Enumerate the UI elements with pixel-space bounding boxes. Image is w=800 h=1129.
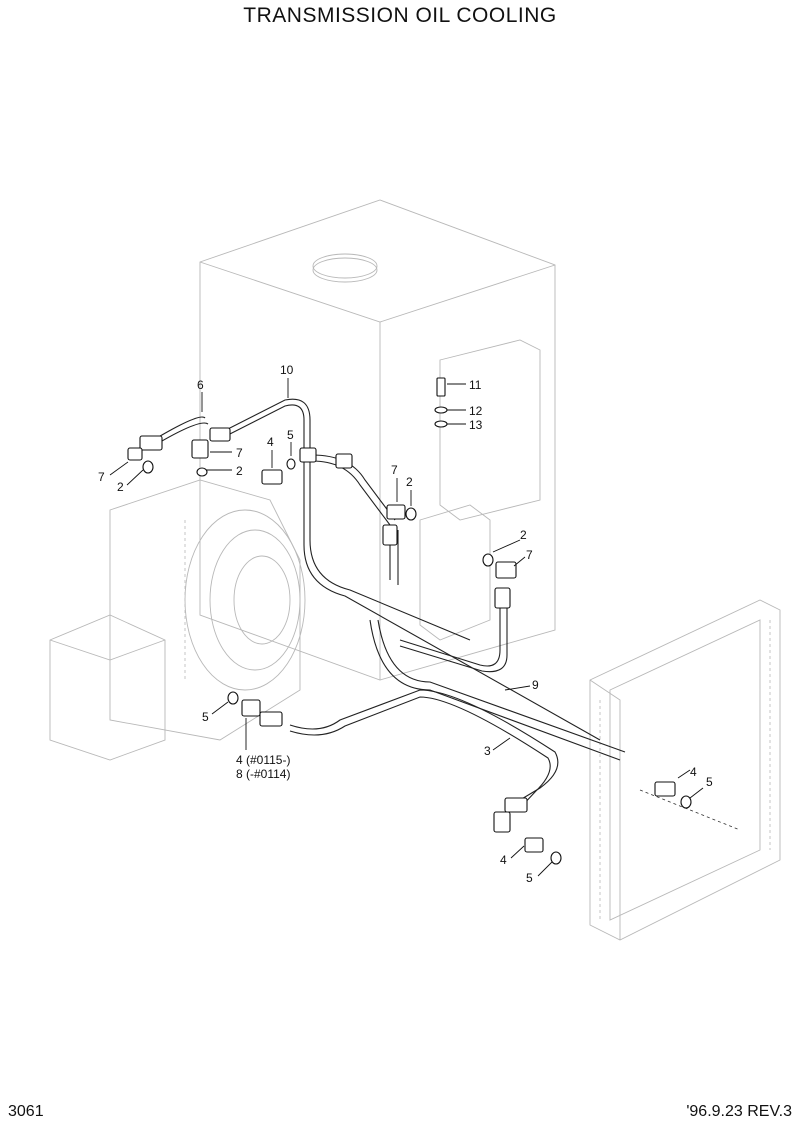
callout-5-upper: 5 bbox=[287, 428, 294, 442]
callout-13: 13 bbox=[469, 418, 483, 432]
callout-4-bottom: 4 bbox=[500, 853, 507, 867]
callout-7-right: 7 bbox=[526, 548, 533, 562]
callout-2-left: 2 bbox=[117, 480, 124, 494]
callout-12: 12 bbox=[469, 404, 483, 418]
callout-2-upper: 2 bbox=[236, 464, 243, 478]
callout-2-right: 2 bbox=[520, 528, 527, 542]
callout-10: 10 bbox=[280, 363, 294, 377]
callout-7-mid: 7 bbox=[391, 463, 398, 477]
callout-3: 3 bbox=[484, 744, 491, 758]
callout-8-serial: 8 (-#0114) bbox=[236, 767, 290, 781]
callout-7-upper: 7 bbox=[236, 446, 243, 460]
background-equipment bbox=[49, 199, 781, 941]
callout-11: 11 bbox=[469, 378, 482, 392]
callout-6: 6 bbox=[197, 378, 204, 392]
leader-lines bbox=[109, 378, 704, 877]
callout-5-lower-left: 5 bbox=[202, 710, 209, 724]
callout-7-left: 7 bbox=[98, 470, 105, 484]
callout-4-serial: 4 (#0115-) bbox=[236, 753, 290, 767]
callout-9: 9 bbox=[532, 678, 539, 692]
callout-4-upper: 4 bbox=[267, 435, 274, 449]
fittings bbox=[127, 377, 692, 865]
revision-date: '96.9.23 REV.3 bbox=[686, 1103, 792, 1120]
callout-4-cooler: 4 bbox=[690, 765, 697, 779]
callout-2-mid: 2 bbox=[406, 475, 413, 489]
callout-labels: 6 10 11 12 13 4 5 7 2 7 2 7 2 2 7 9 3 5 … bbox=[98, 363, 713, 885]
page-number: 3061 bbox=[8, 1103, 44, 1120]
callout-5-bottom: 5 bbox=[526, 871, 533, 885]
page-title: TRANSMISSION OIL COOLING bbox=[243, 4, 557, 27]
callout-5-cooler: 5 bbox=[706, 775, 713, 789]
hose-lines bbox=[149, 398, 741, 831]
